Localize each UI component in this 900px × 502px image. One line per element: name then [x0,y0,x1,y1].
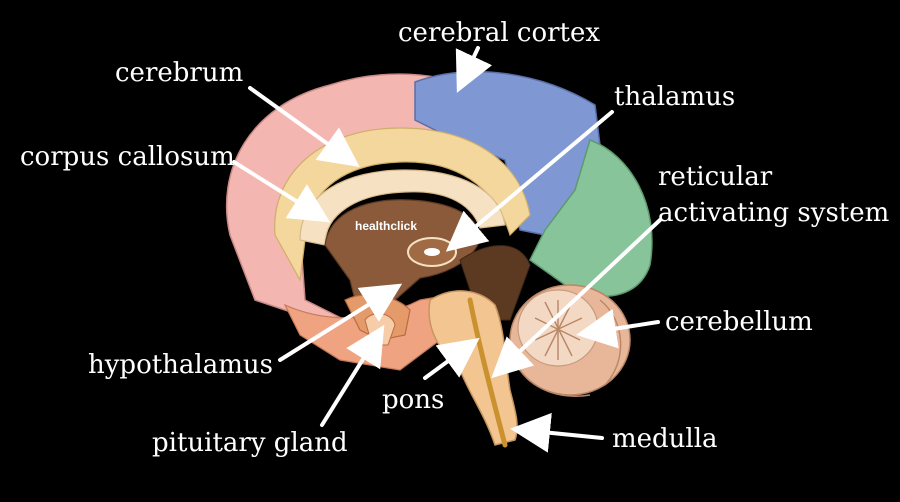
thalamus-center [424,248,440,256]
label-reticular-line2: activating system [658,198,890,228]
arrow-cerebellum [576,308,660,349]
arrow-thalamus [445,110,614,252]
arrow-reticular [491,218,662,379]
arrow-cerebrum [248,86,360,168]
arrow-corpus-callosum [232,160,331,223]
label-reticular-line1: reticular [658,162,773,192]
watermark: healthclick [355,219,417,233]
label-pons: pons [382,385,445,415]
arrow-cerebral-cortex [455,46,493,93]
arrow-pituitary [320,324,385,427]
label-cerebellum: cerebellum [665,307,813,337]
arrow-medulla [510,412,604,453]
label-hypothalamus: hypothalamus [88,350,273,380]
label-cerebrum: cerebrum [115,58,244,88]
corpus-callosum [299,169,506,246]
label-thalamus: thalamus [614,82,736,112]
arrow-pons [423,337,480,380]
label-medulla: medulla [612,424,718,454]
pointer-arrows [232,46,662,453]
parietal-lobe [414,70,601,236]
label-cerebral-cortex: cerebral cortex [398,18,601,48]
label-corpus-callosum: corpus callosum [20,142,235,172]
arrow-hypothalamus [278,283,403,362]
spinal-cord-line [467,297,508,448]
label-pituitary-gland: pituitary gland [152,428,348,458]
